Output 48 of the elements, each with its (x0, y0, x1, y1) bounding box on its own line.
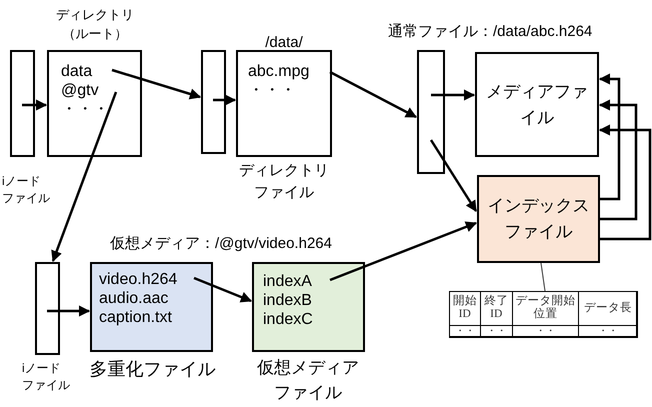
file-box (236, 50, 332, 157)
node-label: iノードファイル (2, 173, 51, 208)
file-entry: data (61, 62, 92, 81)
file-entry: abc.mpg (248, 62, 310, 81)
file-box (90, 262, 213, 352)
index-table (449, 291, 637, 337)
table-cell: ・・ (578, 324, 638, 338)
path-heading: 通常ファイル：/data/abc.h264 (388, 22, 592, 41)
file-label: メディアファイル (485, 80, 589, 128)
inode-bar (417, 50, 445, 174)
inode-bar (201, 50, 226, 154)
inode-bar (35, 262, 60, 355)
arrow (112, 68, 202, 100)
file-entry: caption.txt (99, 308, 172, 327)
arrow (329, 70, 417, 118)
file-entry: ・・・ (61, 100, 109, 119)
file-label: インデックスファイル (486, 195, 590, 243)
arrow (598, 99, 638, 220)
arrow (431, 89, 476, 101)
file-box (475, 52, 599, 157)
arrow (598, 73, 620, 200)
node-label: 仮想メディアファイル (256, 357, 360, 404)
node-label: /data/ (264, 33, 304, 53)
file-box (47, 50, 142, 157)
arrow (47, 305, 90, 317)
leader-line (540, 262, 546, 292)
file-entry: video.h264 (99, 270, 178, 289)
file-entry: ・・・ (248, 81, 296, 100)
arrow (598, 124, 652, 240)
node-label: ディレクトリファイル (238, 161, 330, 203)
file-entry: indexB (263, 291, 312, 310)
file-box (477, 175, 600, 263)
file-entry: indexA (263, 272, 312, 291)
arrow (194, 276, 252, 302)
arrow (430, 139, 478, 212)
file-box (252, 262, 365, 352)
node-label: iノードファイル (22, 360, 71, 394)
node-label: ディレクトリ（ルート） (55, 6, 135, 43)
file-entry: audio.aac (99, 289, 168, 308)
file-entry: indexC (263, 310, 313, 329)
arrow (330, 221, 478, 282)
node-label: 多重化ファイル (88, 358, 216, 381)
inode-bar (10, 50, 35, 157)
arrow (213, 94, 236, 106)
arrow (51, 92, 118, 262)
arrow (22, 99, 48, 111)
path-heading: 仮想メディア：/@gtv/video.h264 (110, 234, 332, 253)
file-entry: @gtv (61, 81, 99, 100)
